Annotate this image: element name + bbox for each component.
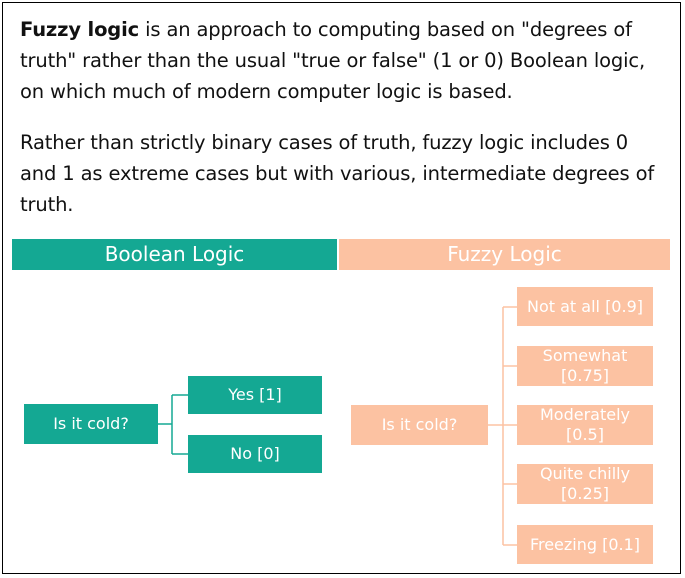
fuzzy-connectors <box>488 306 517 546</box>
boolean-option-yes: Yes [1] <box>188 376 322 414</box>
fuzzy-logic-term: Fuzzy logic <box>20 18 140 41</box>
fuzzy-option-not-at-all: Not at all [0.9] <box>517 287 653 326</box>
fuzzy-logic-header: Fuzzy Logic <box>339 239 670 270</box>
fuzzy-option-moderately: Moderately [0.5] <box>517 405 653 445</box>
boolean-connectors <box>158 394 188 455</box>
boolean-logic-header: Boolean Logic <box>12 239 337 270</box>
boolean-option-no: No [0] <box>188 435 322 473</box>
fuzzy-option-somewhat: Somewhat [0.75] <box>517 346 653 386</box>
second-paragraph: Rather than strictly binary cases of tru… <box>20 131 655 216</box>
boolean-question-box: Is it cold? <box>24 404 158 444</box>
fuzzy-logic-definition: is an approach to computing based on "de… <box>20 18 646 103</box>
fuzzy-option-freezing: Freezing [0.1] <box>517 525 653 564</box>
fuzzy-option-quite-chilly: Quite chilly [0.25] <box>517 464 653 504</box>
fuzzy-question-box: Is it cold? <box>351 405 488 445</box>
intro-paragraph: Fuzzy logic is an approach to computing … <box>20 14 668 107</box>
